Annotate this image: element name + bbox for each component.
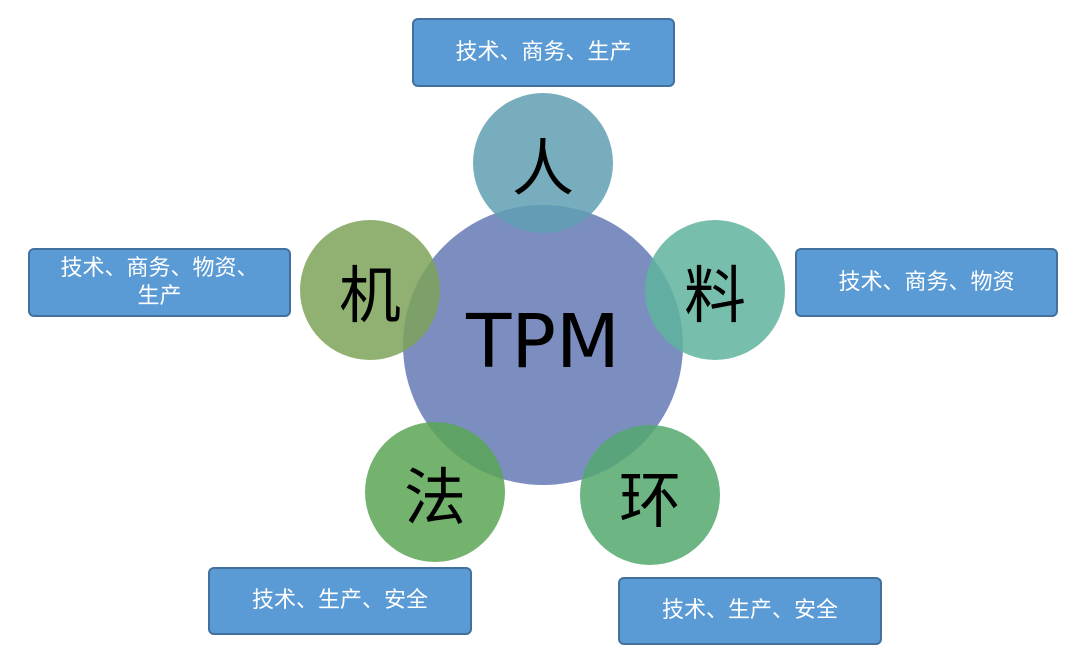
node-liao: 料 — [645, 220, 785, 360]
node-ji: 机 — [300, 220, 440, 360]
role-text-line2: 生产 — [137, 283, 182, 309]
role-box-ji: 技术、商务、物资、 生产 — [28, 248, 291, 317]
role-box-fa: 技术、生产、安全 — [208, 567, 472, 635]
role-text: 技术、商务、生产 — [455, 39, 632, 65]
role-text: 技术、生产、安全 — [661, 598, 838, 623]
node-label: 环 — [618, 464, 681, 537]
role-text: 技术、生产、安全 — [251, 588, 428, 613]
node-label: 法 — [403, 461, 466, 534]
node-huan: 环 — [580, 425, 720, 565]
node-label: 机 — [338, 259, 401, 332]
node-label: 人 — [511, 132, 574, 205]
role-text: 技术、商务、物资 — [838, 269, 1015, 295]
role-text-line1: 技术、商务、物资、 — [60, 255, 259, 281]
tpm-label: TPM — [466, 299, 620, 385]
node-label: 料 — [683, 259, 746, 332]
role-box-liao: 技术、商务、物资 — [795, 248, 1058, 317]
node-ren: 人 — [473, 93, 613, 233]
node-fa: 法 — [365, 422, 505, 562]
role-box-huan: 技术、生产、安全 — [618, 577, 882, 645]
role-box-ren: 技术、商务、生产 — [412, 18, 675, 87]
